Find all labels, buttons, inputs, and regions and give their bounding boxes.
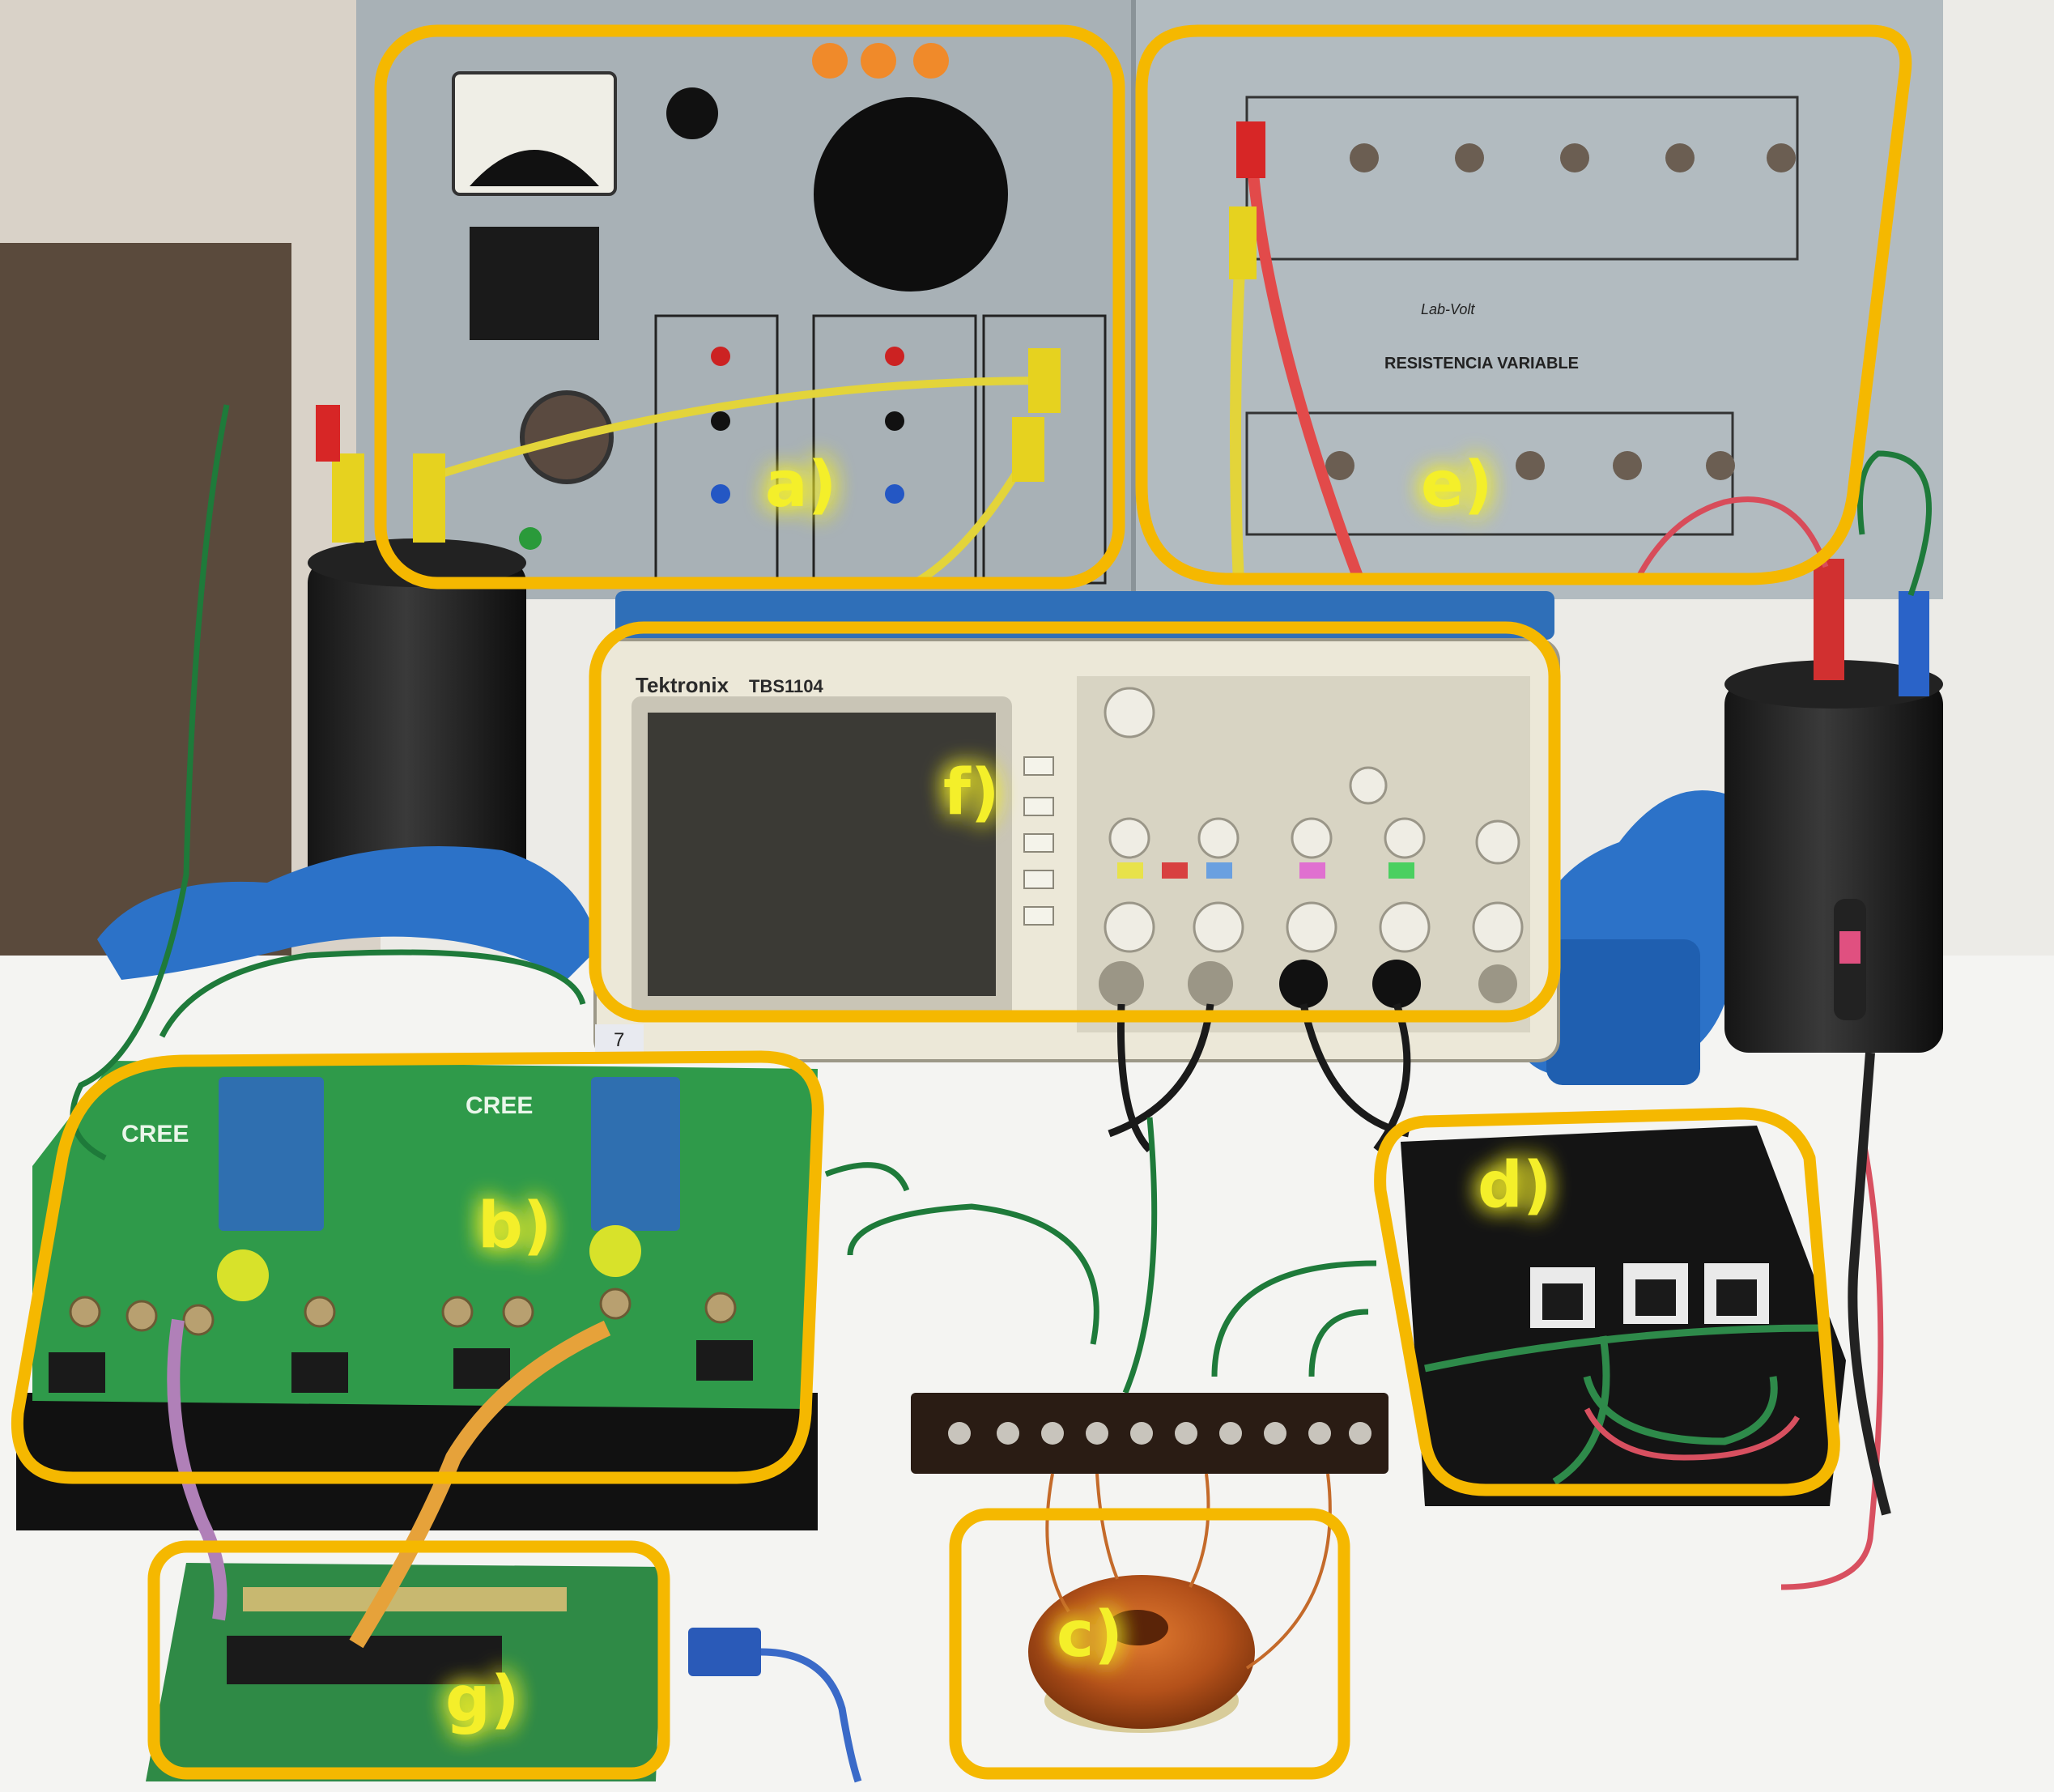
red-plug <box>1236 121 1265 178</box>
frame-a <box>374 24 1125 590</box>
jack-black-2 <box>885 411 904 431</box>
clamp-right-body <box>1546 939 1700 1085</box>
jack-red-2 <box>885 347 904 366</box>
scope-model: TBS1104 <box>749 676 823 696</box>
indicator-lamp-2 <box>861 43 896 79</box>
meter-needle-window <box>470 150 599 186</box>
label-g: g) <box>445 1663 519 1736</box>
green-wires-center <box>824 1117 1377 1394</box>
board-g-proto-strip <box>243 1587 567 1611</box>
board-b-brand-1: CREE <box>121 1121 189 1147</box>
label-d: d) <box>1478 1149 1551 1222</box>
capacitor-left <box>308 559 526 899</box>
capacitor-right <box>1724 680 1943 1053</box>
frame-b <box>11 1050 824 1484</box>
scope-side-buttons <box>1023 756 1054 926</box>
probe-right-cable <box>1848 1052 1891 1516</box>
usb-plug <box>688 1628 761 1676</box>
plug-red-cap-r <box>1814 559 1844 680</box>
frame-g <box>147 1540 670 1780</box>
jack-green <box>519 527 542 550</box>
selector-switch <box>470 227 599 340</box>
main-knob <box>814 97 1008 292</box>
red-wire-right <box>1632 496 1829 585</box>
small-knob <box>666 87 718 139</box>
probe-cables <box>1108 1002 1411 1153</box>
scope-screen <box>648 713 996 996</box>
usb-cable <box>760 1648 862 1783</box>
capacitor-left-top <box>308 538 526 587</box>
frame-d <box>1374 1107 1840 1496</box>
analog-meter <box>452 71 617 196</box>
board-b-brand-2: CREE <box>466 1092 533 1119</box>
yellow-cap-b1 <box>217 1249 269 1301</box>
yellow-plug-a1 <box>1028 348 1061 413</box>
panel-e-heading: RESISTENCIA VARIABLE <box>1384 355 1579 372</box>
yellow-plug-e <box>1229 206 1257 279</box>
inductor-coil <box>1028 1575 1255 1729</box>
panel-e-body <box>1133 0 1943 599</box>
resistor-bank-bottom <box>1245 411 1734 536</box>
transformers-blue <box>219 1077 680 1231</box>
jack-blue-2 <box>885 484 904 504</box>
yellow-cap-b2 <box>589 1225 641 1277</box>
plug-yellow-cap-2 <box>413 453 445 543</box>
ics-b <box>49 1340 753 1393</box>
label-b: b) <box>478 1190 551 1262</box>
jack-red-1 <box>711 347 730 366</box>
probe-right-marker <box>1839 931 1861 964</box>
frame-c <box>949 1508 1350 1780</box>
toggle-switches-top <box>1350 143 1796 172</box>
green-wire-right <box>1857 450 1932 597</box>
scope-knobs <box>1104 687 1524 953</box>
label-a: a) <box>765 449 836 521</box>
highlight-frames <box>11 24 1912 1780</box>
scope-bnc-inputs <box>1099 960 1517 1008</box>
frame-e <box>1135 24 1912 585</box>
yellow-plug-a2 <box>1012 417 1044 482</box>
frame-f <box>589 621 1561 1023</box>
label-c: c) <box>1057 1598 1123 1671</box>
tag-card <box>595 1024 644 1053</box>
bnc-connectors-b <box>69 1288 737 1336</box>
label-e: e) <box>1421 449 1493 521</box>
terminal-screws <box>948 1422 1371 1445</box>
plug-blue-cap-r <box>1899 591 1929 696</box>
mosfet-tabs <box>1542 1279 1757 1320</box>
board-b-base <box>16 1393 818 1530</box>
inductor-hole <box>1107 1610 1168 1645</box>
indicator-lamp-3 <box>913 43 949 79</box>
scope-channel-buttons <box>1117 862 1414 879</box>
red-cable <box>1245 145 1366 585</box>
indicator-lamp-1 <box>812 43 848 79</box>
rainbow-ribbon <box>349 1320 611 1649</box>
purple-ribbon <box>167 1318 228 1621</box>
label-f: f) <box>943 756 1000 829</box>
scope-brand: Tektronix <box>636 673 729 697</box>
green-wires-left <box>70 404 586 1161</box>
panel-e-brand: Lab-Volt <box>1421 301 1475 317</box>
jack-black-1 <box>711 411 730 431</box>
yellow-cable-a1 <box>427 377 1045 482</box>
current-clamp-left <box>97 846 599 980</box>
plug-yellow-cap-1 <box>332 453 364 543</box>
plug-red-cap <box>316 405 340 462</box>
toggle-switches-bottom <box>1325 451 1735 480</box>
jack-blue-1 <box>711 484 730 504</box>
labels: a) e) f) b) d) c) g) <box>445 449 1551 1736</box>
inductor-leads <box>1045 1473 1332 1670</box>
tag-number: 7 <box>614 1029 624 1051</box>
capacitor-right-top <box>1724 660 1943 709</box>
